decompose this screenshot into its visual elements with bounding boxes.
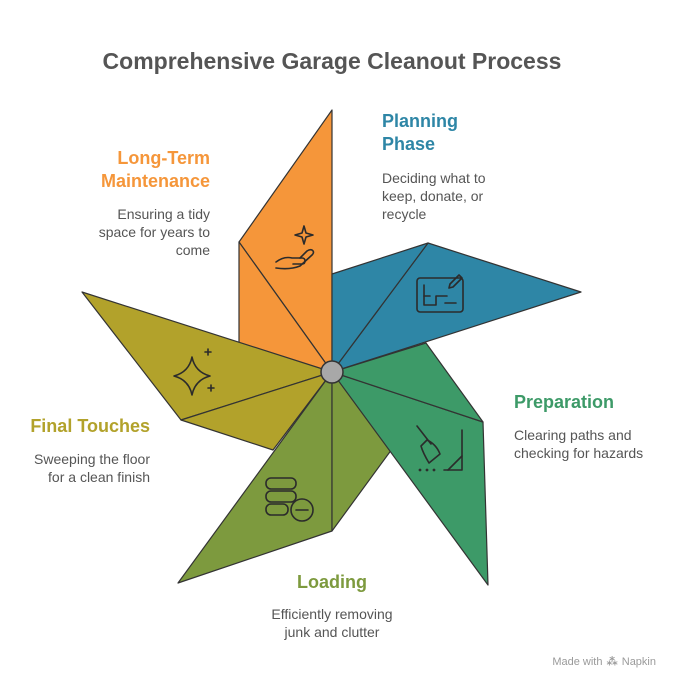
blade-final-touches <box>81 291 333 451</box>
loading-title: Loading <box>297 572 367 592</box>
maintenance-title: Long-Term Maintenance <box>100 148 210 191</box>
planning-description: Deciding what to keep, donate, or recycl… <box>382 170 486 222</box>
final-touches-description: Sweeping the floor for a clean finish <box>34 451 150 485</box>
blade-preparation <box>331 342 489 586</box>
blade-planning <box>331 242 582 373</box>
planning-title: Planning Phase <box>382 111 458 154</box>
storage-remove-icon <box>265 477 314 522</box>
center-hub <box>320 360 344 384</box>
blueprint-pencil-icon <box>416 274 464 313</box>
napkin-footer[interactable]: Made with ⁂ Napkin <box>552 655 656 669</box>
napkin-logo-icon: ⁂ <box>606 656 618 668</box>
blade-maintenance <box>238 109 333 373</box>
hand-star-icon <box>275 225 315 270</box>
preparation-description: Clearing paths and checking for hazards <box>514 427 644 461</box>
page-title: Comprehensive Garage Cleanout Process <box>102 48 562 74</box>
maintenance-description: Ensuring a tidy space for years to come <box>98 206 210 258</box>
sparkle-icon <box>173 348 215 396</box>
final-touches-title: Final Touches <box>30 416 150 436</box>
footer-brand: Napkin <box>621 655 656 668</box>
footer-prefix: Made with <box>552 655 603 668</box>
broom-icon <box>416 425 463 472</box>
preparation-title: Preparation <box>514 392 615 412</box>
blade-loading <box>177 371 393 584</box>
loading-description: Efficiently removing junk and clutter <box>271 606 393 640</box>
